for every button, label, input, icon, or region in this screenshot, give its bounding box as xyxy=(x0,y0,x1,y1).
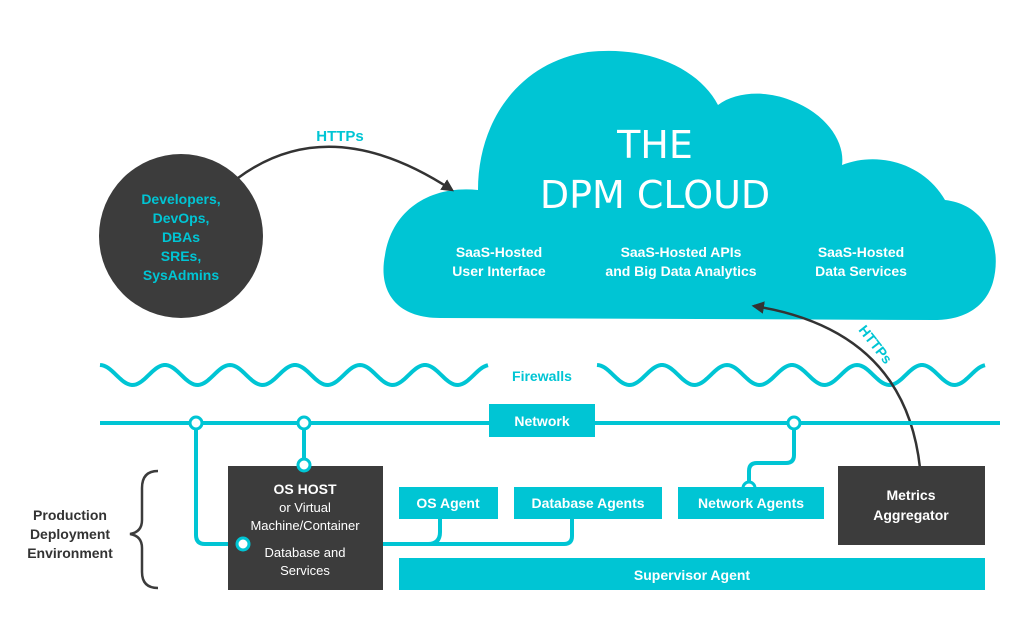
production-line-2: Deployment xyxy=(30,526,110,542)
users-circle xyxy=(99,154,263,318)
network-agents-box xyxy=(678,487,824,519)
metrics-aggregator-line2: Aggregator xyxy=(873,507,949,523)
dot-network-host xyxy=(296,415,312,431)
https-label-top: HTTPs xyxy=(316,128,364,145)
dot-host-side xyxy=(235,536,251,552)
agents: OS Agent Database Agents Network Agents … xyxy=(399,487,985,590)
os-agent-box xyxy=(399,487,498,519)
network-agents-label: Network Agents xyxy=(698,495,804,511)
os-host-node: OS HOST or Virtual Machine/Container Dat… xyxy=(228,466,383,590)
service-apis-line2: and Big Data Analytics xyxy=(605,263,756,279)
cloud-title-line1: THE xyxy=(616,123,693,167)
connector-agents-to-host xyxy=(374,518,574,546)
network-bus: Network xyxy=(100,404,1000,437)
users-line-2: DevOps, xyxy=(153,210,210,226)
users-line-4: SREs, xyxy=(161,248,201,264)
connector-network-to-network-agents xyxy=(747,423,796,488)
os-host-line5: Services xyxy=(280,563,330,578)
service-ui-line2: User Interface xyxy=(452,263,546,279)
network-label: Network xyxy=(514,413,569,429)
users-line-1: Developers, xyxy=(141,191,220,207)
database-agents-box xyxy=(514,487,662,519)
https-arrow-top xyxy=(237,145,455,192)
os-host-line4: Database and xyxy=(265,545,346,560)
supervisor-agent-label: Supervisor Agent xyxy=(634,567,751,583)
connector-network-to-host-side xyxy=(194,423,242,546)
service-ui-line1: SaaS-Hosted xyxy=(456,244,542,260)
network-box xyxy=(489,404,595,437)
https-label-right: HTTPs xyxy=(856,322,896,367)
cloud-title-line2: DPM CLOUD xyxy=(540,173,770,217)
service-apis-line1: SaaS-Hosted APIs xyxy=(621,244,742,260)
users-node: Developers, DevOps, DBAs SREs, SysAdmins xyxy=(99,154,263,318)
connectors xyxy=(194,423,796,546)
connector-dots xyxy=(188,415,802,552)
firewall-wave-left xyxy=(99,362,489,387)
service-data-line2: Data Services xyxy=(815,263,907,279)
production-line-1: Production xyxy=(33,507,107,523)
users-line-5: SysAdmins xyxy=(143,267,219,283)
production-environment: Production Deployment Environment xyxy=(27,469,159,590)
metrics-aggregator-box xyxy=(838,466,985,545)
users-line-3: DBAs xyxy=(162,229,200,245)
firewalls-label: Firewalls xyxy=(512,368,572,384)
dot-network-agents xyxy=(786,415,802,431)
firewall-wave-right xyxy=(596,362,986,387)
dpm-cloud: THE DPM CLOUD SaaS-Hosted User Interface… xyxy=(383,50,996,321)
supervisor-agent-box xyxy=(399,558,985,590)
database-agents-label: Database Agents xyxy=(531,495,644,511)
curly-brace-icon xyxy=(129,469,159,590)
production-line-3: Environment xyxy=(27,545,113,561)
firewalls: Firewalls xyxy=(99,362,986,387)
os-agent-label: OS Agent xyxy=(416,495,480,511)
os-host-box xyxy=(228,466,383,590)
metrics-aggregator-line1: Metrics xyxy=(886,487,935,503)
dot-host-top xyxy=(296,457,312,473)
metrics-aggregator-node: Metrics Aggregator xyxy=(838,466,985,545)
os-host-line2: or Virtual xyxy=(279,500,331,515)
os-host-title: OS HOST xyxy=(273,481,336,497)
dot-network-left xyxy=(188,415,204,431)
https-arrow-right xyxy=(751,301,922,469)
cloud-shape xyxy=(383,50,996,321)
service-data-line1: SaaS-Hosted xyxy=(818,244,904,260)
connector-os-agent xyxy=(427,518,442,546)
os-host-line3: Machine/Container xyxy=(250,518,360,533)
